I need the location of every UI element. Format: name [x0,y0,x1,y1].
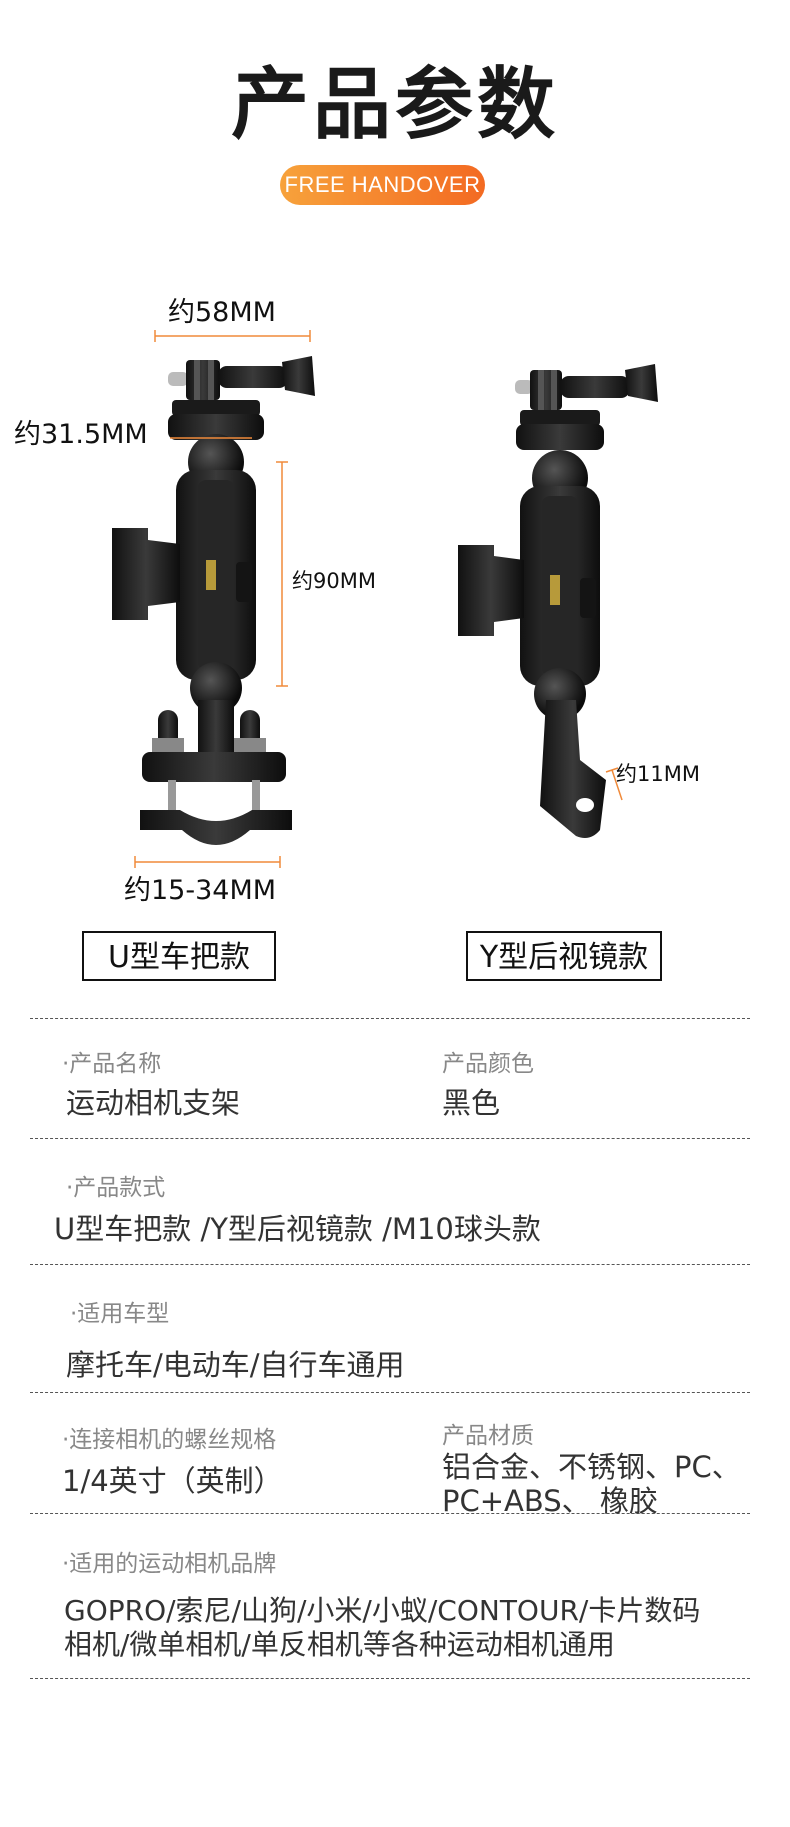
free-handover-badge: FREE HANDOVER [280,165,485,205]
dim-clamp-label: 约15-34MM [124,875,277,906]
spec-material-line2: PC+ABS、 橡胶 [442,1484,658,1518]
dimension-lines-left [134,330,311,868]
spec-style-value: U型车把款 /Y型后视镜款 /M10球头款 [54,1212,541,1246]
separator [30,1264,750,1265]
separator [30,1392,750,1393]
separator [30,1018,750,1019]
dimension-lines-right [605,767,623,801]
product-illustrations [112,330,658,868]
dim-mount-label: 约31.5MM [14,419,148,450]
spec-brand-line1: GOPRO/索尼/山狗/小米/小蚁/CONTOUR/卡片数码 [64,1594,701,1627]
spec-material-line1: 铝合金、不锈钢、PC、 [442,1450,741,1484]
spec-name-label: ·产品名称 [62,1051,162,1077]
spec-brand-label: ·适用的运动相机品牌 [62,1551,277,1577]
y-mirror-mount-image [458,364,658,838]
dim-arm-label: 约90MM [292,569,376,593]
spec-name-value: 运动相机支架 [66,1086,241,1120]
separator [30,1138,750,1139]
spec-screw-label: ·连接相机的螺丝规格 [62,1427,277,1453]
dim-width-label: 约58MM [168,297,276,328]
spec-screw-value: 1/4英寸（英制） [62,1464,283,1498]
spec-material-label: 产品材质 [442,1423,534,1449]
spec-style-label: ·产品款式 [66,1175,166,1201]
u-handlebar-mount-image [112,356,315,845]
variant-u-handlebar: U型车把款 [82,931,276,981]
spec-vehicle-value: 摩托车/电动车/自行车通用 [66,1348,405,1382]
separator [30,1678,750,1679]
separator [30,1513,750,1514]
spec-vehicle-label: ·适用车型 [70,1301,170,1327]
spec-color-value: 黑色 [442,1086,501,1120]
page-title: 产品参数 [230,60,559,150]
variant-y-mirror: Y型后视镜款 [466,931,662,981]
dim-bracket-label: 约11MM [616,762,700,786]
spec-brand-line2: 相机/微单相机/单反相机等各种运动相机通用 [64,1628,615,1661]
spec-color-label: 产品颜色 [442,1051,534,1077]
